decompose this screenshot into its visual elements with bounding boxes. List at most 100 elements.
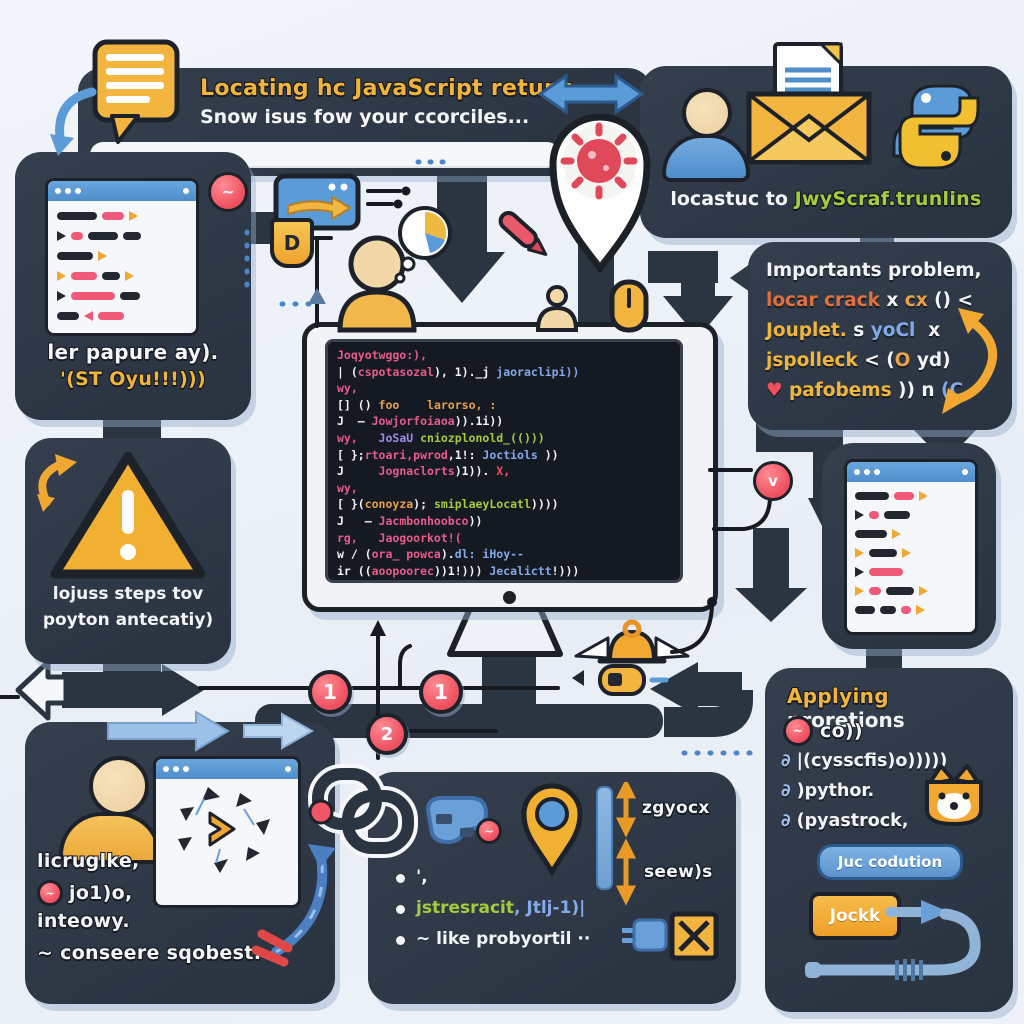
panel-applying: Applying proretions ~ co)) ∂ |(cysscfis)… [765, 668, 1013, 1012]
map-pin-icon [521, 783, 583, 876]
red-scribble-badge: ~ [783, 716, 813, 746]
imp-line: Jouplet. s yoCl x [766, 320, 941, 341]
pipe-flow-left [62, 672, 166, 708]
bc-label-top: zgyocx [642, 798, 710, 818]
fox-icon [925, 764, 983, 827]
window-dot [962, 469, 968, 475]
window-dot [854, 469, 860, 475]
python-logo-icon [892, 84, 980, 170]
arrow-down-a4 [735, 588, 807, 622]
window-dot [183, 188, 189, 194]
red-dot [308, 799, 334, 825]
imp-line: ♥ pafobems )) n (C [766, 380, 964, 401]
thought-bubble-icon [394, 206, 452, 284]
importants-text: Importants problem,locar crack x cx () <… [766, 256, 982, 406]
window-titlebar [48, 181, 196, 201]
browser-window-left [45, 178, 199, 336]
applying-line-co: co)) [820, 720, 863, 742]
dart-arrow-icon [251, 844, 336, 967]
window-dot [864, 469, 870, 475]
panel-bottom-center: ~ zgyocx seew)s ',jstresracit, Jtlj-1)|~… [368, 772, 736, 1004]
bl-line-1: licruglke, [37, 850, 140, 872]
code-line: [ }(conoyza); smiplaeyLocatl)))) [337, 497, 559, 512]
code-line: [] () foo larorso, : [337, 397, 497, 412]
refresh-arrow-icon [942, 308, 998, 414]
applying-text: ∂ |(cysscfis)o))))) ∂ )pythor. ∂ (pyastroc… [781, 746, 947, 836]
arrow-down-into-monitor [419, 140, 505, 303]
bl-line-4: ~ conseere sqobest: [37, 942, 262, 964]
alert-triangle-icon [37, 451, 206, 579]
pipe-elbow-v [681, 251, 715, 301]
jockk-button[interactable]: Jockk [809, 892, 901, 940]
step-badge-1: 1 [308, 670, 352, 714]
imp-line: locar crack x cx () < [766, 290, 973, 311]
bc-bullet: jstresracit, Jtlj-1)| [394, 893, 654, 924]
applying-title-accent: Applying [787, 684, 889, 708]
window-titlebar [847, 462, 975, 482]
step-badge-2: 2 [366, 713, 408, 755]
bc-bullet: ', [394, 862, 654, 893]
pipe-base-bar [255, 704, 663, 738]
code-line: J — Jowjorfoiaoa)).1i)) [337, 414, 504, 429]
code-line: wy, [337, 480, 358, 495]
red-scribble-badge: ~ [37, 880, 63, 906]
monitor-screen: Joqyotwggo:),| (cspotasozal), 1)._j jaor… [325, 339, 683, 583]
code-line: J Jognaclorts)1)). X, [337, 464, 511, 479]
app-line: ∂ |(cysscfis)o))))) [781, 751, 948, 771]
app-line: ∂ )pythor. [781, 781, 875, 801]
red-check-badge: v [753, 461, 793, 501]
warning-caption-1: lojuss steps tov [52, 584, 204, 604]
curved-bracket-arrow-icon [50, 87, 97, 156]
arrow-down-elbow [663, 296, 733, 338]
pipe-stand-down [482, 648, 536, 710]
white-arrow-left-icon [15, 659, 69, 721]
mouse-icon [609, 279, 649, 333]
panel-warning: lojuss steps tov poyton antecatiy) [25, 438, 231, 664]
person-icon [337, 235, 417, 333]
panel-right-code [822, 443, 996, 649]
chain-link-icon [308, 764, 418, 858]
pen-icon [498, 210, 548, 256]
thin-connectors-right [670, 468, 772, 654]
burst-window [153, 756, 301, 908]
monitor: Joqyotwggo:),| (cspotasozal), 1)._j jaor… [302, 322, 718, 612]
window-dot [173, 766, 179, 772]
email-document-icon [746, 42, 872, 165]
monitor-camera-dot [503, 591, 516, 604]
page-subtitle: Snow isus fow your ccorciles... [200, 106, 530, 128]
code-line: rg, Jaogoorkot!( [337, 530, 462, 545]
small-person-icon [535, 285, 579, 332]
arrow-left-hook [650, 662, 698, 716]
plug-close-box-icon [622, 911, 719, 961]
code-line: w / (ora_ powca).dl: iHoy-- [337, 547, 524, 562]
code-line: wy, [337, 381, 358, 396]
imp-line: jspolleck < (O yd) [766, 350, 951, 371]
d-badge: D [270, 218, 314, 268]
list-speech-bubble-icon [92, 39, 180, 144]
browser-window-right [844, 459, 978, 635]
window-titlebar [156, 759, 298, 779]
caption-prefix: locastuc to [670, 188, 795, 210]
window-dot [55, 188, 61, 194]
app-line: ∂ (pyastrock, [781, 811, 909, 831]
code-line: J — Jacmbonhoobco)) [337, 513, 483, 528]
person-body [662, 134, 750, 182]
pipe-a4-shaft [753, 528, 789, 590]
top-right-caption: locastuc to JwyScraf.trunlins [656, 188, 996, 210]
red-scribble-badge: ~ [208, 172, 248, 212]
speech-tail [730, 264, 750, 292]
red-scribble-badge: ~ [476, 818, 502, 844]
connector-dot [707, 597, 717, 607]
juc-codution-button[interactable]: Juc codution [817, 844, 963, 880]
virus-pin-icon [549, 113, 651, 274]
plug-icon [632, 918, 668, 952]
panel-top-right: locastuc to JwyScraf.trunlins [640, 42, 1012, 238]
code-line: | (cspotasozal), 1)._j jaoraclipi)) [337, 364, 580, 379]
burst-run-icon [178, 787, 270, 873]
window-dot [65, 188, 71, 194]
left-caption-2: '(ST Oyu!!!))) [59, 368, 207, 390]
left-caption-1: ler papure ay). [47, 340, 219, 364]
